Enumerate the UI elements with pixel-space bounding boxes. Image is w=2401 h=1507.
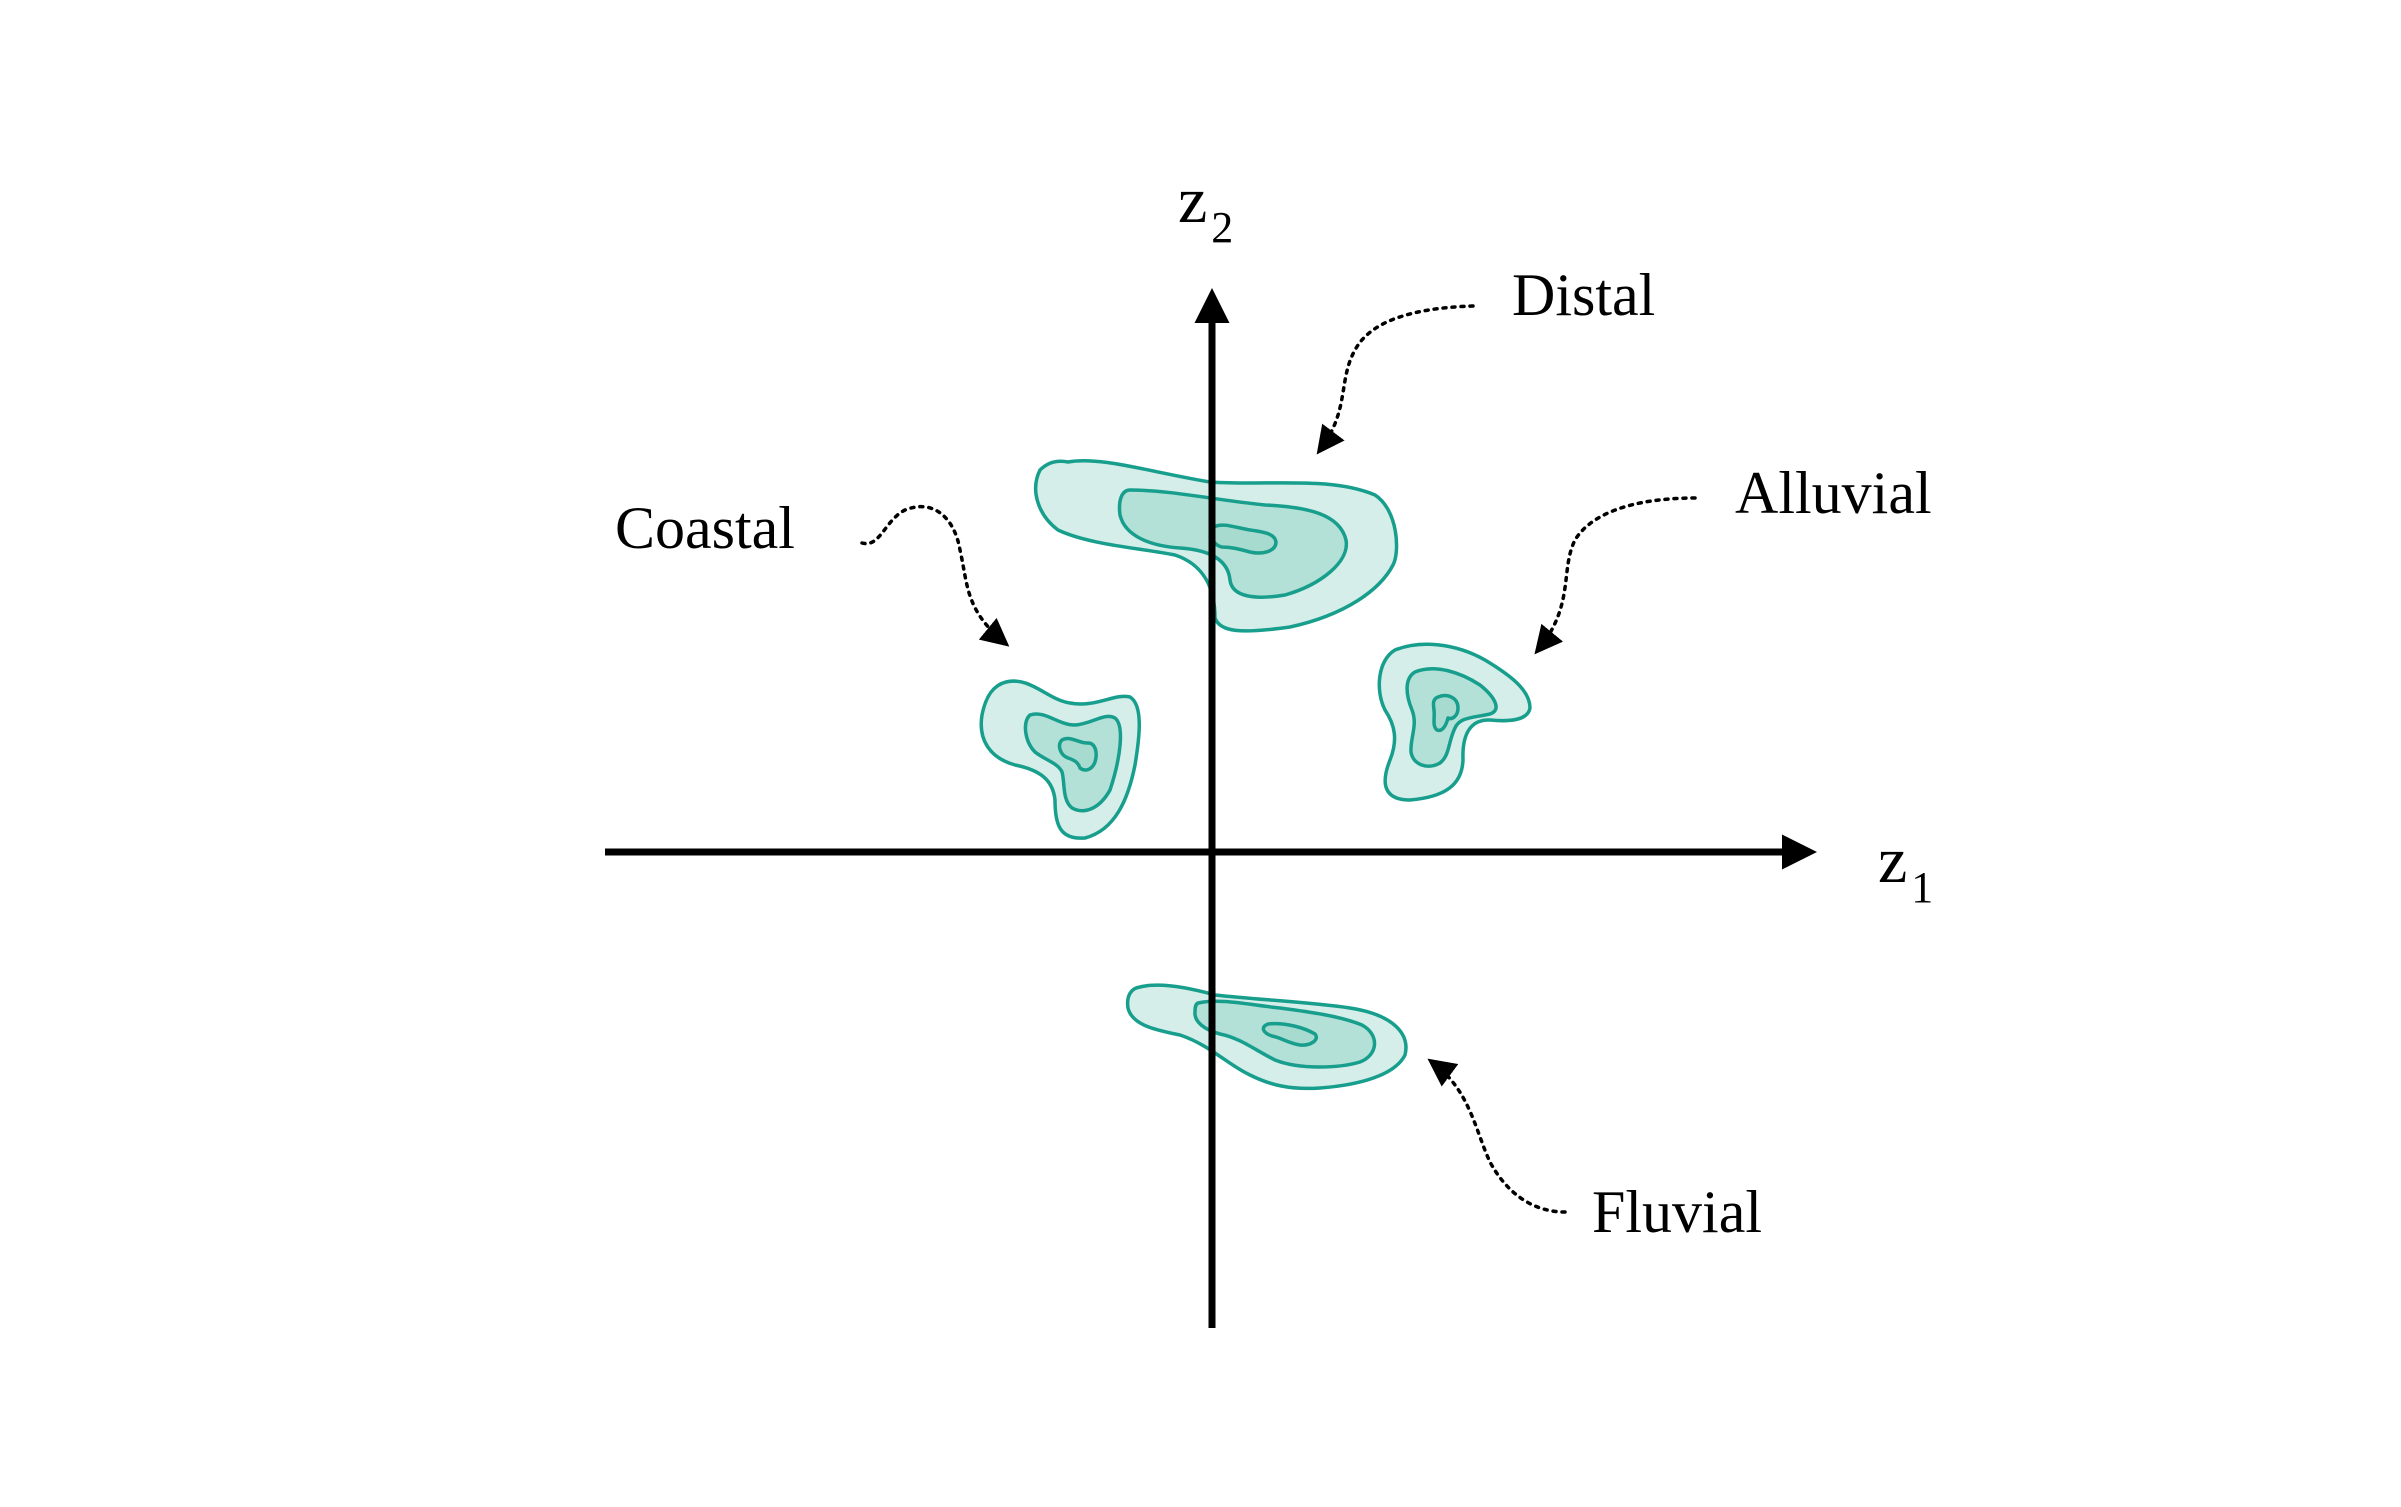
distal-contour-inner: [1209, 523, 1278, 555]
z2-axis-label: z2: [1178, 164, 1233, 252]
z1-axis-label: z1: [1878, 824, 1933, 912]
coastal-label: Coastal: [615, 495, 795, 561]
coastal-contour-middle: [1023, 712, 1123, 813]
fluvial-label: Fluvial: [1592, 1179, 1762, 1245]
coastal-leader-arrow: [860, 504, 1010, 647]
alluvial-cluster: [1377, 642, 1532, 802]
leader-arrows: [860, 304, 1697, 1214]
alluvial-leader-arrow: [1534, 496, 1697, 655]
alluvial-label: Alluvial: [1735, 460, 1932, 526]
coastal-contour-inner: [1057, 736, 1098, 772]
fluvial-contour-inner: [1261, 1021, 1318, 1047]
distal-cluster: [1034, 458, 1399, 633]
coastal-cluster: [979, 679, 1142, 840]
axes: z1 z2: [605, 164, 1933, 1328]
fluvial-leader-arrow: [1427, 1058, 1567, 1214]
distal-label: Distal: [1512, 262, 1655, 328]
alluvial-contour-inner: [1431, 693, 1460, 733]
fluvial-cluster: [1125, 983, 1408, 1091]
distal-leader-arrow: [1316, 304, 1475, 455]
cluster-labels: Distal Alluvial Coastal Fluvial: [615, 262, 1932, 1245]
